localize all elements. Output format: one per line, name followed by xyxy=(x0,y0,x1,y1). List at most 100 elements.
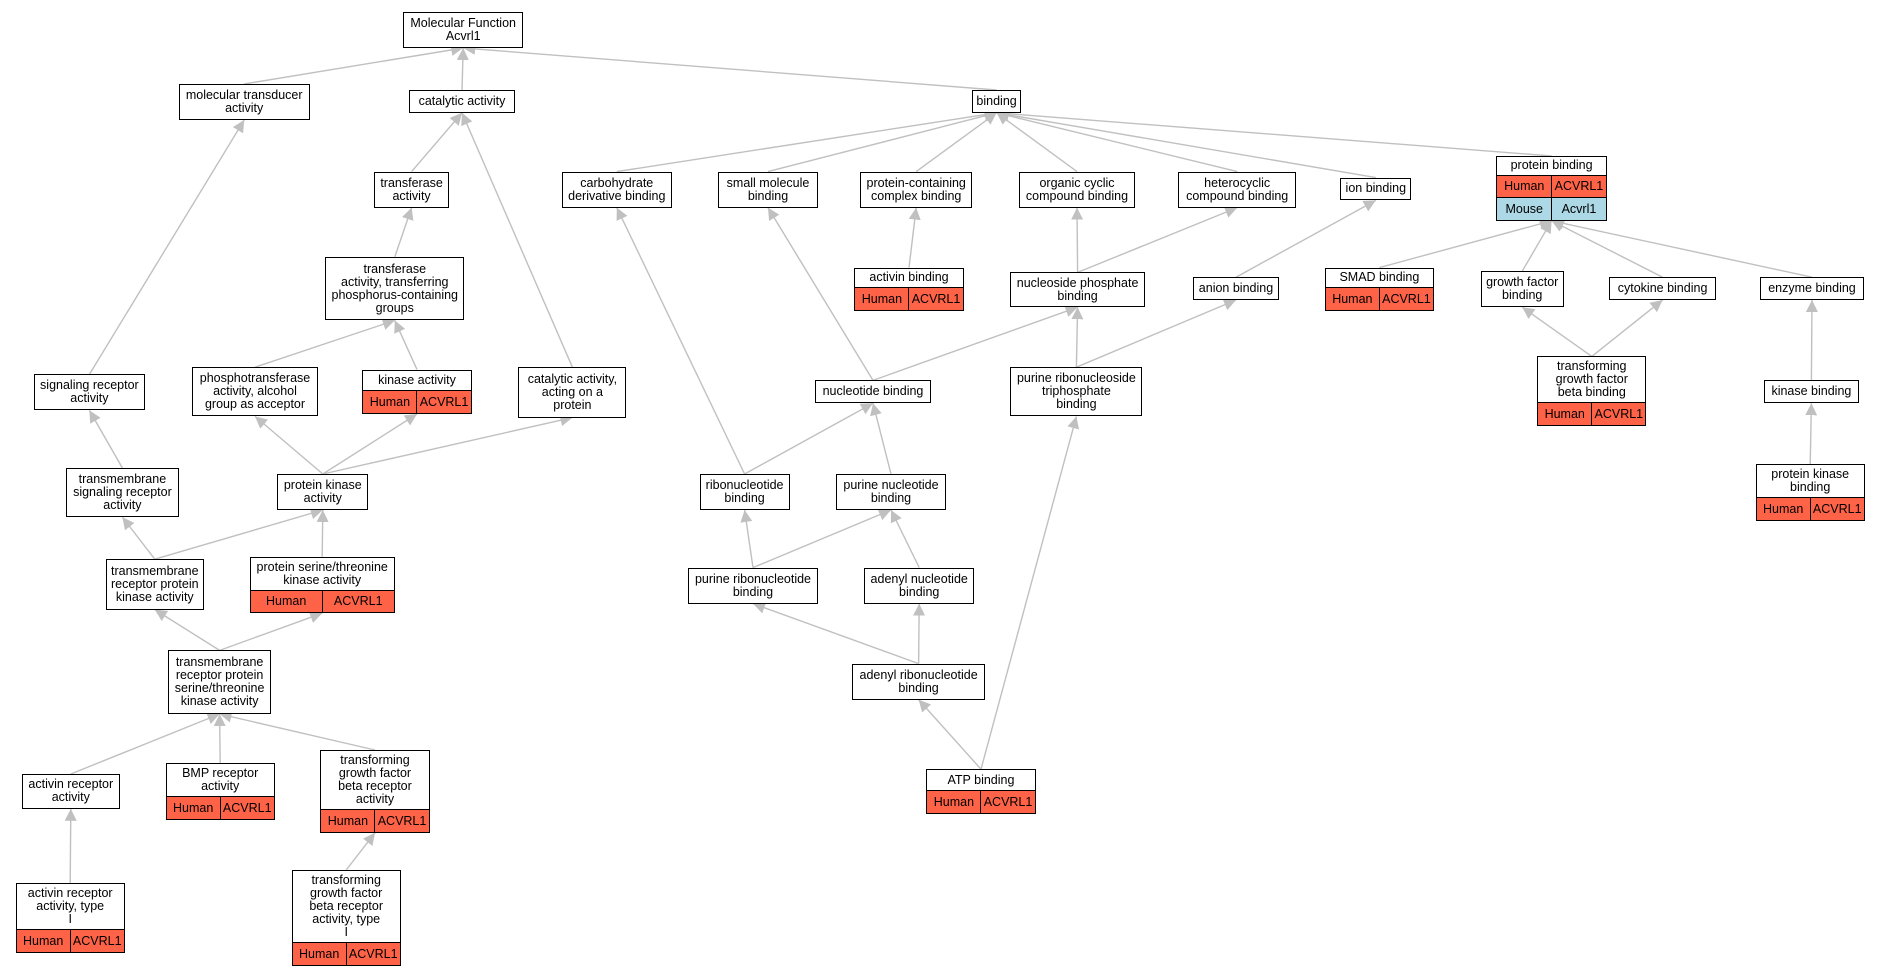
node-catalytic-protein[interactable]: catalytic activity, acting on a protein xyxy=(518,367,627,418)
node-label: SMAD binding xyxy=(1339,270,1420,285)
node-tm-signaling[interactable]: transmembrane signaling receptor activit… xyxy=(66,468,179,518)
node-label: signaling receptor activity xyxy=(40,378,139,406)
edge-activin_receptor-to-tm_rec_pst xyxy=(70,712,220,775)
node-activin-receptor[interactable]: activin receptor activity xyxy=(21,774,120,809)
node-nucleoside-phosphate[interactable]: nucleoside phosphate binding xyxy=(1010,272,1145,308)
edge-small_molecule-to-binding xyxy=(767,109,997,173)
edge-transferase-to-catalytic xyxy=(411,112,463,173)
node-nucleotide-binding[interactable]: nucleotide binding xyxy=(814,380,932,404)
node-heterocyclic[interactable]: heterocyclic compound binding xyxy=(1178,171,1296,208)
node-tm-rec-pk[interactable]: transmembrane receptor protein kinase ac… xyxy=(105,559,204,610)
node-label: transforming growth factor beta binding xyxy=(1555,359,1628,400)
node-label: adenyl nucleotide binding xyxy=(870,571,968,599)
node-label: protein serine/threonine kinase activity xyxy=(256,559,388,587)
node-enzyme-binding[interactable]: enzyme binding xyxy=(1760,277,1864,300)
node-binding[interactable]: binding xyxy=(972,90,1022,113)
node-kinase-binding[interactable]: kinase binding xyxy=(1764,380,1859,404)
edge-ribonucleotide-to-carb_deriv xyxy=(616,207,746,475)
node-purine-ribonucleotide[interactable]: purine ribonucleotide binding xyxy=(687,567,819,604)
edge-purine_nucleotide-to-nucleotide_binding xyxy=(870,403,892,475)
node-label: transmembrane receptor protein kinase ac… xyxy=(111,563,199,604)
node-ribonucleotide[interactable]: ribonucleotide binding xyxy=(699,474,790,510)
node-mf[interactable]: Molecular Function Acvrl1 xyxy=(403,12,524,48)
edge-tm_rec_pk-to-protein_kinase xyxy=(154,507,323,560)
node-label: adenyl ribonucleotide binding xyxy=(859,667,978,695)
node-label: ribonucleotide binding xyxy=(705,478,784,505)
node-label: transferase activity, transferring phosp… xyxy=(331,261,459,315)
node-ps-t-kinase[interactable]: protein serine/threonine kinase activity… xyxy=(249,556,395,614)
species-cell: Mouse xyxy=(1497,198,1552,220)
edge-kinase_activity-to-transferase_p xyxy=(394,320,418,370)
node-tgfb-receptor-1[interactable]: transforming growth factor beta receptor… xyxy=(291,870,401,966)
node-label: catalytic activity, acting on a protein xyxy=(527,371,618,412)
node-label: activin binding xyxy=(869,270,949,285)
edge-tgfb_binding-to-cytokine_binding xyxy=(1591,299,1664,357)
node-label: ATP binding xyxy=(947,772,1015,787)
node-protein-complex[interactable]: protein-containing complex binding xyxy=(860,171,972,208)
node-small-molecule[interactable]: small molecule binding xyxy=(717,171,819,208)
species-cell: Human xyxy=(927,790,981,813)
node-catalytic[interactable]: catalytic activity xyxy=(409,90,515,113)
node-transferase-p[interactable]: transferase activity, transferring phosp… xyxy=(325,256,465,321)
node-protein-kinase[interactable]: protein kinase activity xyxy=(277,474,369,510)
gene-cell: ACVRL1 xyxy=(69,930,124,952)
node-purine-ribonucleoside-tp[interactable]: purine ribonucleoside triphosphate bindi… xyxy=(1010,367,1143,417)
edge-catalytic_protein-to-catalytic xyxy=(461,112,574,368)
edge-purine_ribonucleotide-to-purine_nucleotide xyxy=(752,509,892,569)
edge-protein_binding-to-binding xyxy=(996,107,1552,157)
edge-nucleotide_binding-to-small_molecule xyxy=(767,207,874,381)
node-organic-cyclic[interactable]: organic cyclic compound binding xyxy=(1018,171,1136,208)
node-growth-factor[interactable]: growth factor binding xyxy=(1480,271,1564,308)
node-signaling-receptor[interactable]: signaling receptor activity xyxy=(33,374,146,411)
node-label: transferase activity xyxy=(380,175,443,203)
node-mol-transducer[interactable]: molecular transducer activity xyxy=(178,84,310,120)
node-label: kinase binding xyxy=(1771,384,1852,399)
edge-carb_deriv-to-binding xyxy=(616,108,997,173)
edge-adenyl_ribonucleotide-to-adenyl_nucleotide xyxy=(913,603,926,664)
node-label: activin receptor activity, type I xyxy=(27,886,113,927)
edge-anion_binding-to-ion_binding xyxy=(1235,199,1377,278)
node-tgfb-receptor[interactable]: transforming growth factor beta receptor… xyxy=(320,750,430,833)
edge-tm_rec_pst-to-tm_rec_pk xyxy=(154,609,220,651)
edge-tgfb_receptor_1-to-tgfb_receptor xyxy=(345,832,376,871)
node-label: heterocyclic compound binding xyxy=(1186,175,1289,203)
edge-nucleoside_phosphate-to-organic_cyclic xyxy=(1071,207,1084,273)
node-adenyl-ribonucleotide[interactable]: adenyl ribonucleotide binding xyxy=(852,663,986,700)
edge-binding-to-mf xyxy=(463,42,997,91)
edge-purine_ribonucleoside_tp-to-nucleoside_phosphate xyxy=(1071,307,1084,368)
node-label: nucleoside phosphate binding xyxy=(1016,275,1139,303)
node-label: phosphotransferase activity, alcohol gro… xyxy=(199,371,311,412)
node-tm-rec-pst[interactable]: transmembrane receptor protein serine/th… xyxy=(168,650,272,714)
node-label: BMP receptor activity xyxy=(182,766,259,794)
node-label: ion binding xyxy=(1345,181,1407,196)
gene-cell: ACVRL1 xyxy=(219,796,274,819)
node-carb-deriv[interactable]: carbohydrate derivative binding xyxy=(561,171,672,208)
node-adenyl-nucleotide[interactable]: adenyl nucleotide binding xyxy=(864,567,975,604)
node-anion-binding[interactable]: anion binding xyxy=(1192,277,1280,300)
node-purine-nucleotide[interactable]: purine nucleotide binding xyxy=(836,474,946,510)
node-transferase[interactable]: transferase activity xyxy=(374,171,449,208)
edge-activin_binding-to-protein_complex xyxy=(908,207,921,268)
node-ion-binding[interactable]: ion binding xyxy=(1340,177,1412,201)
edge-bmp_receptor-to-tm_rec_pst xyxy=(213,713,226,764)
edge-tgfb_binding-to-growth_factor xyxy=(1521,306,1593,357)
node-label: protein kinase activity xyxy=(283,478,362,505)
node-label: transmembrane signaling receptor activit… xyxy=(73,472,172,513)
node-phosphotransferase[interactable]: phosphotransferase activity, alcohol gro… xyxy=(192,367,318,417)
node-cytokine-binding[interactable]: cytokine binding xyxy=(1609,277,1716,300)
species-cell: Human xyxy=(1325,288,1379,310)
edge-protein_kinase-to-catalytic_protein xyxy=(322,414,573,475)
